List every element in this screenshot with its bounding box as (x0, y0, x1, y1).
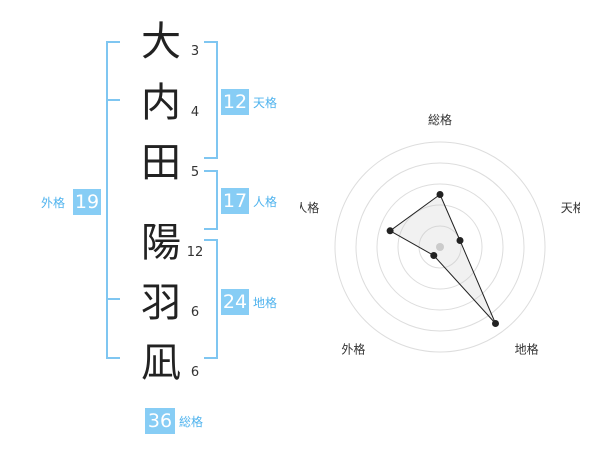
gaikaku-label: 外格 (41, 196, 66, 210)
chikaku-label: 地格 (253, 296, 278, 310)
radar-ring-5 (334, 141, 546, 353)
stroke-count-5: 6 (190, 305, 200, 320)
soukaku-value-badge: 36 (145, 408, 175, 434)
radar-ring-2 (397, 204, 483, 290)
radar-point-5 (386, 227, 394, 235)
name-char-4: 陽 (141, 220, 181, 266)
name-char-1: 大 (141, 19, 181, 65)
soukaku-label: 総格 (179, 415, 204, 429)
stroke-count-1: 3 (190, 44, 200, 59)
radar-center-dot (436, 243, 444, 251)
radar-point-1 (436, 191, 444, 198)
tenkaku-value-badge: 12 (221, 89, 249, 115)
name-char-5: 羽 (141, 280, 181, 326)
radar-point-2 (456, 237, 464, 244)
stroke-count-4: 12 (186, 245, 204, 260)
radar-point-3 (492, 320, 499, 327)
radar-series-area (389, 193, 496, 324)
radar-axis-label-1: 総格 (428, 112, 452, 127)
radar-ring-3 (376, 183, 504, 311)
radar-axis-label-4: 外格 (341, 342, 365, 357)
radar-ring-4 (355, 162, 525, 332)
name-char-2: 内 (141, 80, 181, 126)
radar-point-4 (430, 252, 438, 259)
tenkaku-label: 天格 (253, 96, 278, 110)
radar-axis-label-5: 人格 (300, 200, 319, 215)
jinkaku-label: 人格 (253, 195, 278, 209)
chikaku-value-badge: 24 (221, 289, 249, 315)
stroke-count-2: 4 (190, 105, 200, 120)
name-char-6: 凪 (141, 340, 181, 386)
gaikaku-value-badge: 19 (73, 189, 101, 215)
name-char-3: 田 (141, 140, 181, 186)
radar-axis-label-2: 天格 (561, 200, 580, 215)
radar-axis-label-3: 地格 (515, 342, 539, 357)
jinkaku-value-badge: 17 (221, 188, 249, 214)
stroke-count-3: 5 (190, 165, 200, 180)
stroke-count-6: 6 (190, 365, 200, 380)
